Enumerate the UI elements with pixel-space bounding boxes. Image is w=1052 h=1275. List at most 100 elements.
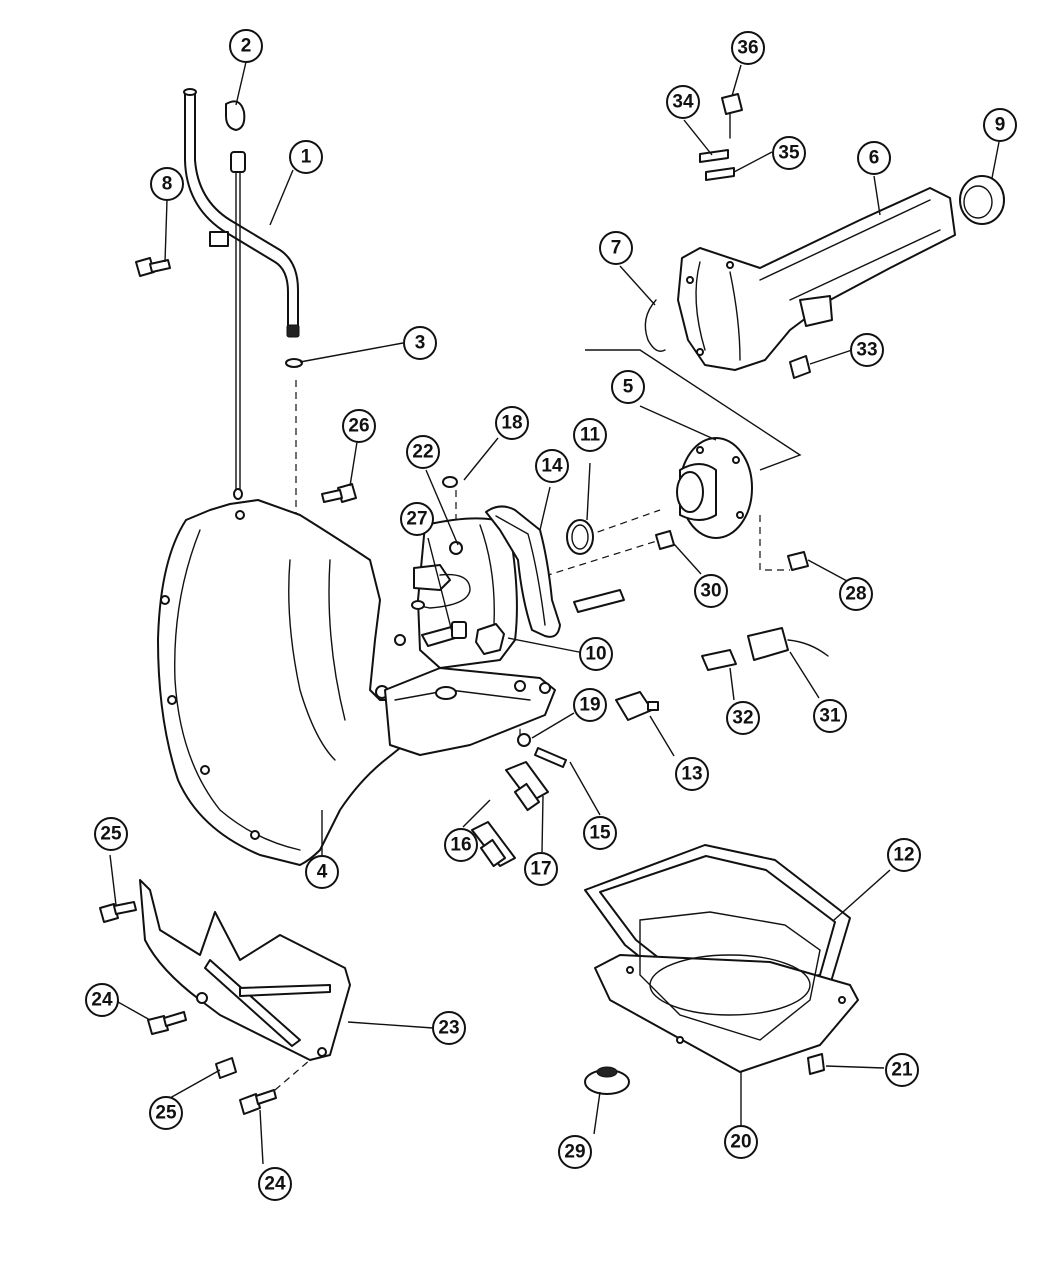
callout-28: 28 <box>839 577 873 611</box>
callout-4: 4 <box>305 855 339 889</box>
callout-label-29: 29 <box>564 1142 585 1163</box>
callout-label-27: 27 <box>406 509 427 530</box>
callout-9: 9 <box>983 108 1017 142</box>
callout-19: 19 <box>573 688 607 722</box>
solenoid-31 <box>747 627 829 661</box>
callout-1: 1 <box>289 140 323 174</box>
dust-shield-23 <box>139 879 351 1061</box>
callout-23: 23 <box>432 1011 466 1045</box>
callout-32: 32 <box>726 701 760 735</box>
callout-label-2: 2 <box>241 36 252 57</box>
bolt-36 <box>721 93 743 139</box>
bolt-25-bottom <box>215 1057 237 1079</box>
callout-26: 26 <box>342 409 376 443</box>
bolt-33 <box>789 355 811 379</box>
callout-label-25-top: 25 <box>100 824 122 845</box>
callout-7: 7 <box>599 231 633 265</box>
callout-18: 18 <box>495 406 529 440</box>
callout-15: 15 <box>583 816 617 850</box>
callout-label-19: 19 <box>579 695 600 716</box>
pin-15-and-ball-19 <box>517 733 567 768</box>
plug-10 <box>475 589 625 655</box>
extension-gasket <box>485 505 561 638</box>
callout-16: 16 <box>444 828 478 862</box>
callout-label-9: 9 <box>995 115 1006 136</box>
bolt-30 <box>655 530 675 550</box>
callout-20: 20 <box>724 1125 758 1159</box>
switch-13 <box>615 691 659 721</box>
sensor-17 <box>505 761 549 812</box>
callout-2: 2 <box>229 29 263 63</box>
bolt-26 <box>321 483 357 503</box>
callout-label-7: 7 <box>611 238 622 259</box>
callout-label-15: 15 <box>589 823 611 844</box>
callout-label-31: 31 <box>819 706 841 727</box>
callout-31: 31 <box>813 699 847 733</box>
callout-label-5: 5 <box>623 377 634 398</box>
callout-29: 29 <box>558 1135 592 1169</box>
callout-25-top: 25 <box>94 817 128 851</box>
callout-11: 11 <box>573 418 607 452</box>
callout-label-26: 26 <box>348 416 369 437</box>
callout-label-13: 13 <box>681 764 702 785</box>
bolt-28 <box>787 551 809 571</box>
connector-32 <box>701 649 737 671</box>
callout-25-bottom: 25 <box>149 1096 183 1130</box>
callout-label-36: 36 <box>737 38 758 59</box>
callout-label-18: 18 <box>501 413 522 434</box>
adapter-housing-5 <box>585 349 802 539</box>
callout-3: 3 <box>403 326 437 360</box>
seal-9 <box>959 175 1005 225</box>
callout-label-4: 4 <box>317 862 328 883</box>
callout-label-14: 14 <box>541 456 563 477</box>
callout-33: 33 <box>850 333 884 367</box>
clips-34-35 <box>699 149 735 181</box>
bolt-25-top <box>99 901 137 923</box>
callout-27: 27 <box>400 502 434 536</box>
seal-11 <box>566 519 594 555</box>
callout-label-30: 30 <box>700 581 721 602</box>
callout-label-12: 12 <box>893 845 914 866</box>
callout-21: 21 <box>885 1053 919 1087</box>
callout-10: 10 <box>579 637 613 671</box>
callout-label-1: 1 <box>301 147 312 168</box>
callout-label-32: 32 <box>732 708 753 729</box>
callout-label-3: 3 <box>415 333 426 354</box>
callout-label-22: 22 <box>412 442 433 463</box>
callout-label-11: 11 <box>580 425 601 446</box>
sensor-16 <box>471 821 516 868</box>
cooler-line-fittings <box>411 476 471 647</box>
callout-label-35: 35 <box>778 143 800 164</box>
callout-14: 14 <box>535 449 569 483</box>
callout-36: 36 <box>731 31 765 65</box>
callout-17: 17 <box>524 852 558 886</box>
callout-label-21: 21 <box>891 1060 913 1081</box>
callout-label-6: 6 <box>869 148 880 169</box>
callout-8: 8 <box>150 167 184 201</box>
extension-housing-6 <box>677 187 956 371</box>
callout-13: 13 <box>675 757 709 791</box>
callout-24-bottom: 24 <box>258 1167 292 1201</box>
callout-leaders <box>109 61 1000 1165</box>
dipstick-tube-assembly <box>183 88 303 500</box>
transmission-case <box>157 499 556 866</box>
callout-30: 30 <box>694 574 728 608</box>
bolt-21 <box>807 1053 825 1075</box>
bolt-24-mid <box>147 1011 187 1035</box>
callout-label-10: 10 <box>585 644 606 665</box>
gasket-7 <box>644 299 666 352</box>
callout-12: 12 <box>887 838 921 872</box>
callout-34: 34 <box>666 85 700 119</box>
callout-label-17: 17 <box>530 859 551 880</box>
bolt-24-bottom <box>239 1089 277 1115</box>
callout-label-28: 28 <box>845 584 866 605</box>
callout-24-middle: 24 <box>85 983 119 1017</box>
callout-label-25-bottom: 25 <box>155 1103 177 1124</box>
callout-label-8: 8 <box>162 174 173 195</box>
callout-label-20: 20 <box>730 1132 751 1153</box>
callout-6: 6 <box>857 141 891 175</box>
callout-35: 35 <box>772 136 806 170</box>
callout-label-16: 16 <box>450 835 471 856</box>
